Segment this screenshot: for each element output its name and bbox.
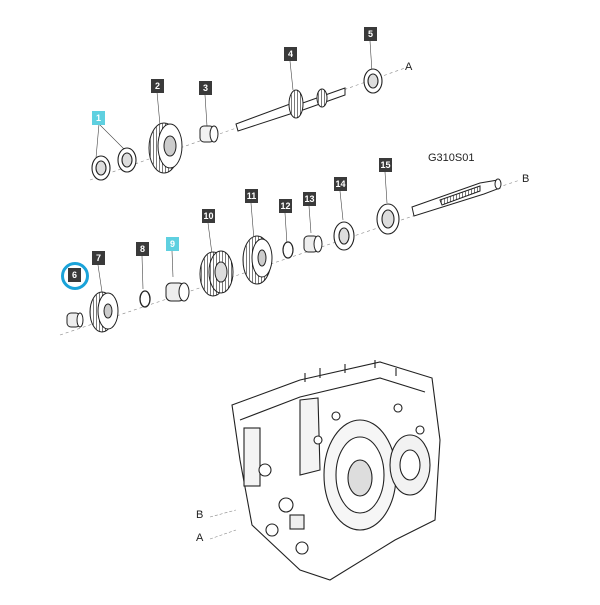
part-9-bushing bbox=[165, 282, 190, 302]
callout-7-label: 7 bbox=[95, 253, 101, 263]
axis-label-b-lower: B bbox=[196, 509, 204, 521]
callout-10[interactable]: 10 bbox=[202, 209, 215, 223]
diagram-reference-code: G310S01 bbox=[428, 152, 475, 164]
axis-label-b-upper: B bbox=[522, 173, 530, 185]
callout-11[interactable]: 11 bbox=[245, 189, 258, 203]
selected-part-ring bbox=[61, 262, 89, 290]
callout-4[interactable]: 4 bbox=[284, 47, 297, 61]
callout-5-label: 5 bbox=[367, 29, 373, 39]
leader-a-lower bbox=[209, 529, 237, 540]
axis-label-a-upper: A bbox=[405, 61, 413, 73]
gearbox-housing bbox=[231, 360, 441, 581]
callout-10-label: 10 bbox=[203, 211, 214, 221]
part-1-bearings bbox=[91, 147, 137, 181]
callout-12[interactable]: 12 bbox=[279, 199, 292, 213]
part-2-gear bbox=[148, 122, 183, 174]
callout-1[interactable]: 1 bbox=[92, 111, 105, 125]
callout-15[interactable]: 15 bbox=[379, 158, 392, 172]
callout-14[interactable]: 14 bbox=[334, 177, 347, 191]
callout-15-label: 15 bbox=[380, 160, 391, 170]
callout-3[interactable]: 3 bbox=[199, 81, 212, 95]
callout-8[interactable]: 8 bbox=[136, 242, 149, 256]
callout-11-label: 11 bbox=[246, 191, 257, 201]
part-14-bearing bbox=[333, 221, 355, 251]
leader-lines bbox=[95, 40, 388, 293]
callout-3-label: 3 bbox=[202, 83, 208, 93]
callout-13[interactable]: 13 bbox=[303, 192, 316, 206]
callout-1-label: 1 bbox=[95, 113, 101, 123]
part-4-shaft bbox=[235, 87, 346, 132]
part-5-bearing bbox=[363, 68, 383, 94]
part-13-bushing bbox=[303, 235, 323, 253]
callout-12-label: 12 bbox=[280, 201, 291, 211]
callout-8-label: 8 bbox=[139, 244, 145, 254]
callout-7[interactable]: 7 bbox=[92, 251, 105, 265]
callout-5[interactable]: 5 bbox=[364, 27, 377, 41]
part-3-bushing bbox=[199, 125, 219, 143]
leader-b-lower bbox=[209, 509, 237, 518]
part-7-gear bbox=[89, 291, 119, 333]
axis-label-a-lower: A bbox=[196, 532, 204, 544]
axis-line-a bbox=[89, 67, 406, 181]
callout-9-label: 9 bbox=[169, 239, 175, 249]
part-8-circlip bbox=[139, 290, 151, 308]
callout-13-label: 13 bbox=[304, 194, 315, 204]
part-10-gear bbox=[199, 250, 234, 297]
part-11-gear bbox=[242, 235, 273, 285]
callout-9[interactable]: 9 bbox=[166, 237, 179, 251]
callout-4-label: 4 bbox=[287, 49, 293, 59]
callout-14-label: 14 bbox=[335, 179, 346, 189]
callout-2-label: 2 bbox=[154, 81, 160, 91]
callout-2[interactable]: 2 bbox=[151, 79, 164, 93]
part-12-washer bbox=[282, 241, 294, 259]
part-6-bushing bbox=[66, 312, 84, 328]
shaft-g310s01 bbox=[411, 178, 502, 217]
part-15-bearing bbox=[376, 203, 400, 235]
